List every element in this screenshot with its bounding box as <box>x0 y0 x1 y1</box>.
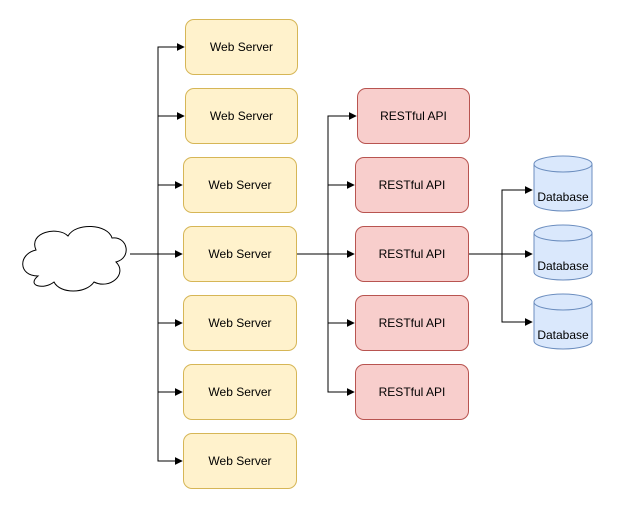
web-server-node-2[interactable]: Web Server <box>185 88 298 144</box>
database-label-1: Database <box>537 190 589 204</box>
web-server-node-3[interactable]: Web Server <box>183 157 297 213</box>
web-server-node-5[interactable]: Web Server <box>183 295 297 351</box>
web-server-label: Web Server <box>208 247 272 261</box>
edge-api-db-1 <box>469 186 533 255</box>
api-node-4[interactable]: RESTful API <box>355 295 469 351</box>
api-node-5[interactable]: RESTful API <box>355 364 469 420</box>
web-server-label: Web Server <box>208 316 272 330</box>
api-node-2[interactable]: RESTful API <box>355 157 469 213</box>
edge-web-api-5 <box>297 253 355 396</box>
cloud-to-web-edges <box>130 43 185 465</box>
web-server-label: Web Server <box>208 454 272 468</box>
database-cylinder-1 <box>533 155 593 212</box>
api-node-3[interactable]: RESTful API <box>355 226 469 282</box>
web-server-label: Web Server <box>209 109 274 123</box>
edge-cloud-web-1 <box>130 43 185 255</box>
edge-web-api-2 <box>297 181 355 255</box>
edge-web-api-4 <box>297 253 355 327</box>
database-cylinder-3 <box>533 293 593 350</box>
web-server-label: Web Server <box>208 385 272 399</box>
edge-cloud-web-3 <box>130 181 183 255</box>
api-to-db-edges <box>469 186 533 326</box>
web-server-node-7[interactable]: Web Server <box>183 433 297 489</box>
api-label: RESTful API <box>378 316 446 330</box>
web-server-label: Web Server <box>209 40 274 54</box>
api-label: RESTful API <box>378 385 446 399</box>
web-server-node-4[interactable]: Web Server <box>183 226 297 282</box>
database-label-2: Database <box>537 259 589 273</box>
edge-api-db-3 <box>469 253 533 326</box>
edge-cloud-web-5 <box>130 253 183 327</box>
api-label: RESTful API <box>378 178 446 192</box>
web-server-node-6[interactable]: Web Server <box>183 364 297 420</box>
web-to-api-edges <box>297 112 357 396</box>
api-label: RESTful API <box>380 109 447 123</box>
api-node-1[interactable]: RESTful API <box>357 88 470 144</box>
api-label: RESTful API <box>378 247 446 261</box>
web-server-node-1[interactable]: Web Server <box>185 19 298 75</box>
edge-cloud-web-7 <box>130 253 183 465</box>
cloud-icon <box>22 226 127 292</box>
web-server-label: Web Server <box>208 178 272 192</box>
database-label-3: Database <box>537 328 589 342</box>
database-cylinder-2 <box>533 224 593 281</box>
